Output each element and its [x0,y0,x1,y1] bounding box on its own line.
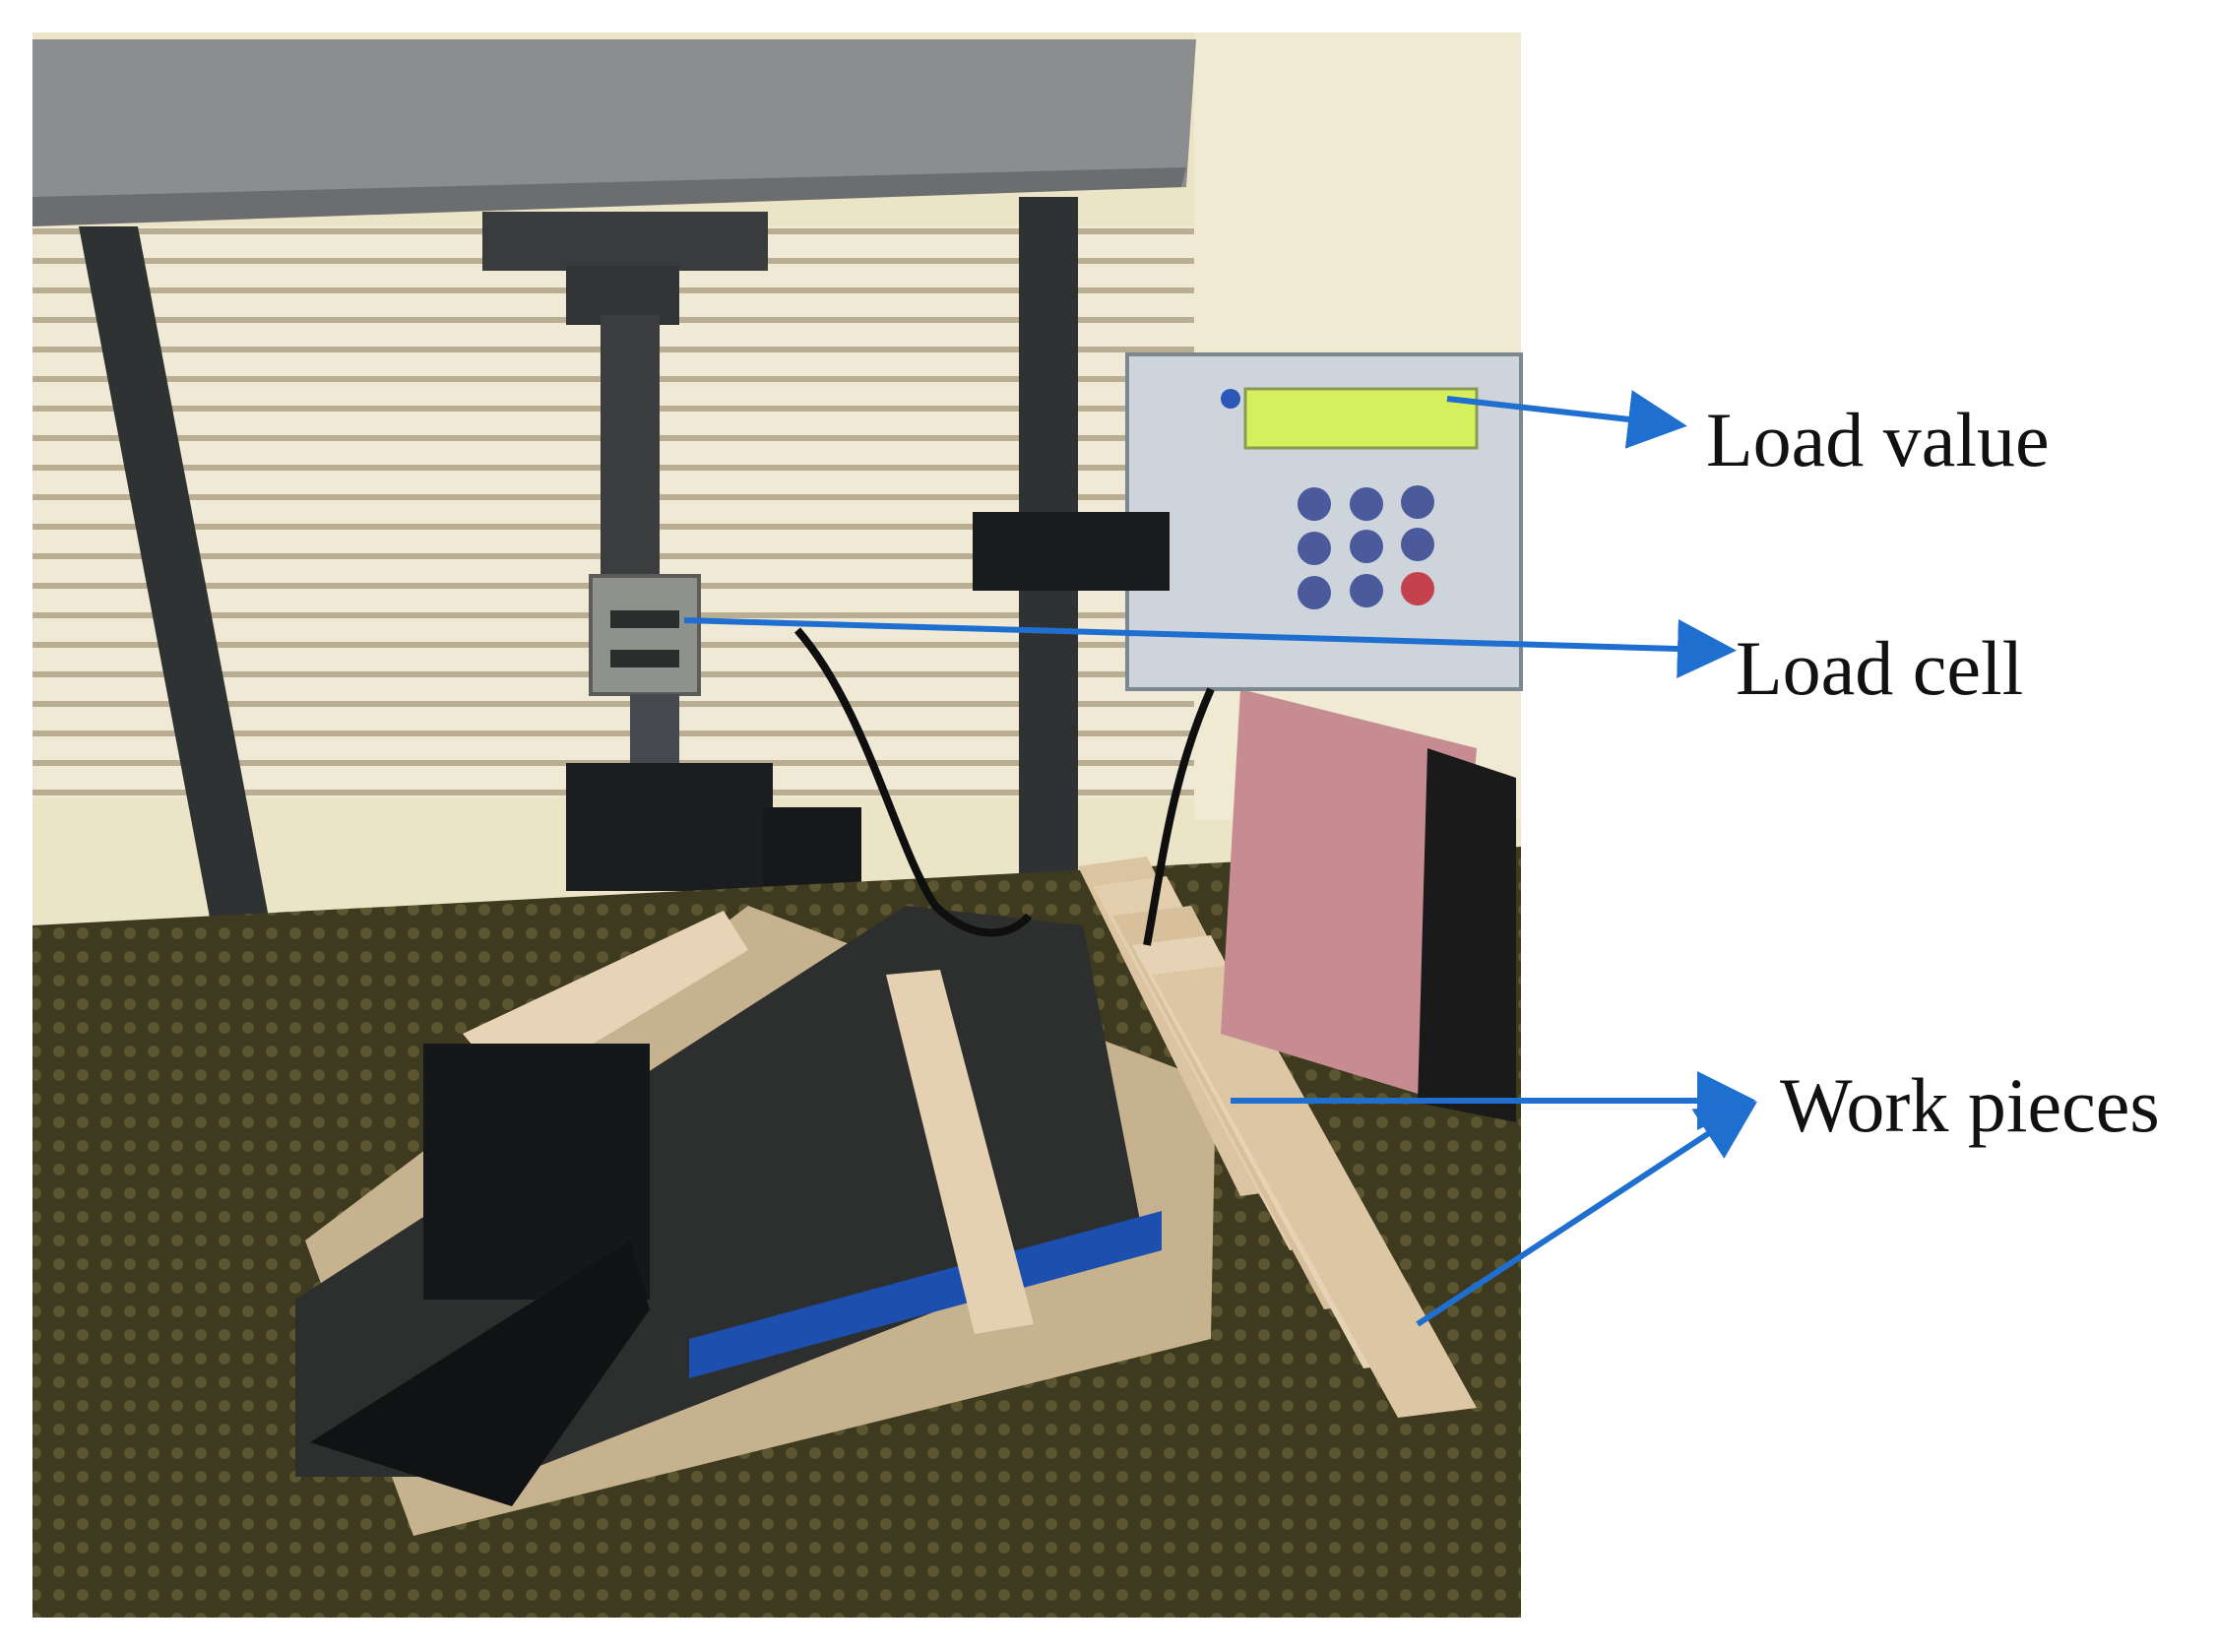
label-load-cell: Load cell [1736,625,2024,711]
annotation-arrows [683,390,1758,1327]
arrow-right-icon [1416,1101,1758,1327]
keypad [1298,485,1434,609]
load-cell [589,574,701,696]
photo [32,32,1523,1618]
work-pieces-stack [1078,857,1477,1418]
label-load-value: Load value [1706,397,2050,482]
lcd-display [1243,387,1479,450]
label-work-pieces: Work pieces [1780,1062,2160,1148]
arrow-right-icon [683,617,1737,678]
arrow-right-icon [1446,390,1687,449]
load-rod [601,315,660,601]
work-piece-loose [886,970,1034,1334]
loading-block [566,763,773,891]
